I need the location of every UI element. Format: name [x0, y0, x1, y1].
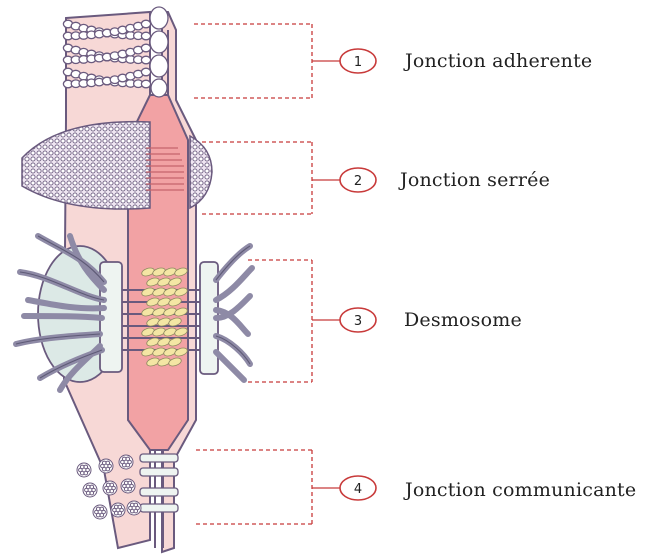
number-badge-2: 2 — [340, 168, 376, 192]
label-tight-junction: Jonction serrée — [400, 169, 550, 191]
label-desmosome: Desmosome — [404, 309, 522, 331]
bracket-2 — [202, 142, 340, 214]
number-badge-3: 3 — [340, 308, 376, 332]
number-badge-4: 4 — [340, 476, 376, 500]
gap-junction-connexons — [77, 455, 141, 519]
desmosome-filaments-right — [216, 246, 252, 380]
bracket-3 — [248, 260, 340, 382]
number-4-text: 4 — [354, 482, 362, 497]
number-2-text: 2 — [354, 174, 362, 189]
label-gap-junction: Jonction communicante — [405, 479, 636, 501]
bracket-4 — [196, 450, 340, 524]
label-adherens-junction: Jonction adherente — [405, 50, 592, 72]
number-badge-1: 1 — [340, 49, 376, 73]
number-3-text: 3 — [354, 314, 362, 329]
bracket-1 — [194, 24, 340, 98]
number-1-text: 1 — [354, 55, 362, 70]
